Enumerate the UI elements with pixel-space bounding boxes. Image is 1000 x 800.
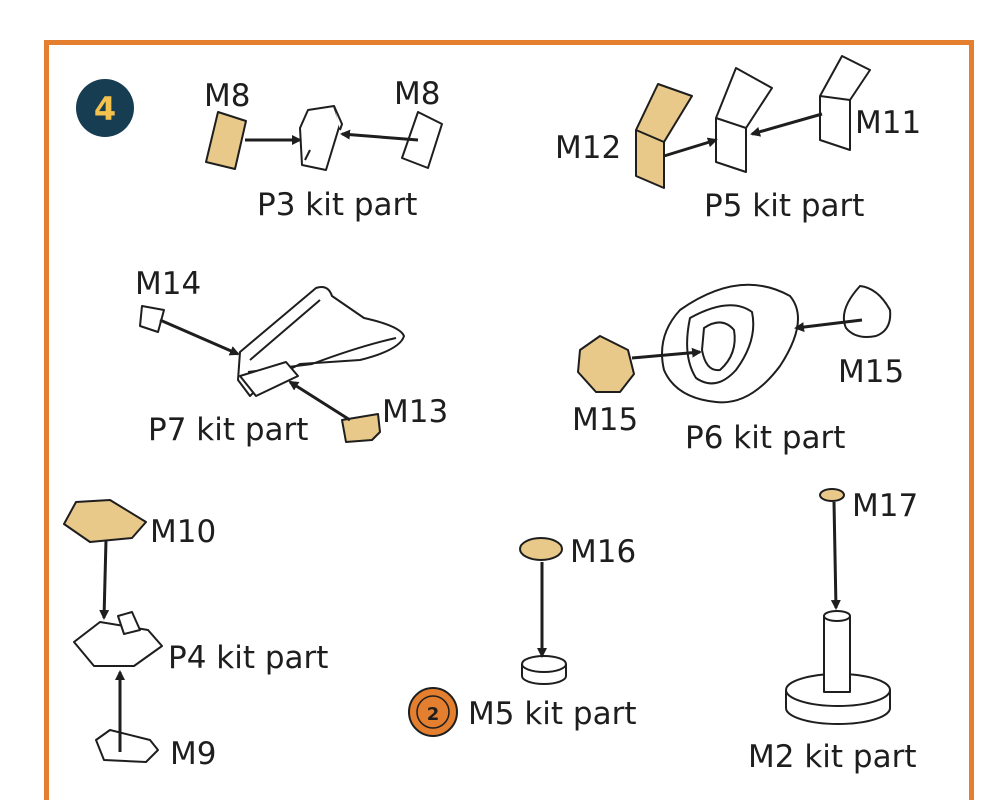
m10-part [63,499,147,543]
m13-part [341,413,381,443]
kit-part-icon: 2 [408,687,458,737]
label-m17: M17 [852,488,918,524]
step-badge-circle [76,79,134,137]
label-m10: M10 [150,514,216,550]
p3-kit-part-shape [299,105,343,171]
arrow-m12 [663,137,718,158]
label-m11: M11 [855,105,921,141]
m5-kit-part-shape [521,655,567,685]
arrow-m15-right [794,318,863,333]
m2-group: M17 M2 kit part [748,488,918,775]
label-m8-right: M8 [394,76,440,112]
m14-part [139,305,165,333]
m12-part [635,83,693,189]
m8-right-part [401,111,443,169]
label-p3: P3 kit part [257,187,417,223]
step-number: 4 [94,90,116,128]
step-badge: 4 [76,79,134,137]
p7-kit-part-shape [237,286,405,397]
m2-kit-part-shape [785,610,891,725]
label-m15-right: M15 [838,354,904,390]
arrow-m17 [830,501,841,610]
label-m2: M2 kit part [748,739,916,775]
kit-part-icon-number: 2 [427,704,440,725]
label-m5: M5 kit part [468,696,636,732]
label-m12: M12 [555,130,621,166]
label-p6: P6 kit part [685,420,845,456]
arrow-m11 [750,112,823,137]
label-p4: P4 kit part [168,640,328,676]
label-m16: M16 [570,534,636,570]
p5-kit-part-shape [715,67,773,173]
arrow-m10 [99,539,110,620]
m16-part [519,537,563,561]
m15-left-part [577,335,635,393]
label-m13: M13 [382,394,448,430]
arrow-m14 [159,318,240,356]
m9-part [95,729,159,763]
m15-right-part [842,285,892,338]
p6-kit-part-shape [661,283,799,404]
label-p7: P7 kit part [148,412,308,448]
label-m15-left: M15 [572,402,638,438]
m5-group: 2 M16 M5 kit part [408,534,636,737]
p4-kit-part-shape [73,611,163,667]
m8-left-part [205,111,247,170]
arrow-m15-left [631,347,702,360]
arrow-m13 [288,380,351,422]
label-m8-left: M8 [204,78,250,114]
arrow-m8-right [340,129,419,142]
p3-group: M8 M8 P3 kit part [204,76,443,223]
label-p5: P5 kit part [704,188,864,224]
m17-part [819,488,845,502]
p5-group: M12 M11 P5 kit part [555,55,921,224]
label-m14: M14 [135,266,201,302]
p7-group: M14 M13 P7 kit part [135,266,448,448]
instruction-frame [44,40,974,800]
label-m9: M9 [170,736,216,772]
p4-group: M10 P4 kit part M9 [63,499,328,772]
p6-group: M15 M15 P6 kit part [572,283,904,456]
